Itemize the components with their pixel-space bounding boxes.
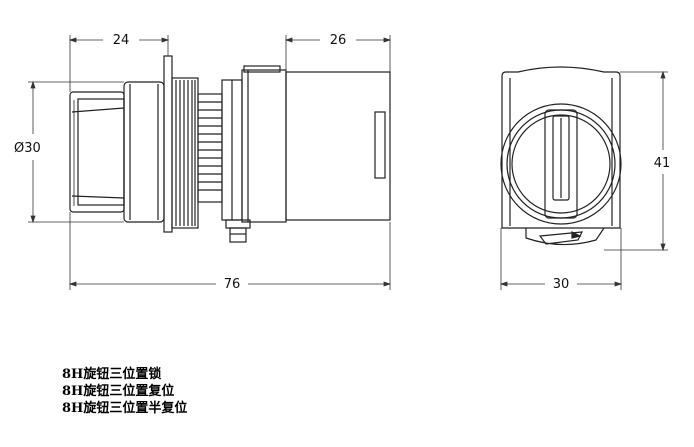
dim-41: 41	[654, 156, 671, 171]
front-housing	[501, 66, 621, 229]
dim-76: 76	[224, 277, 241, 292]
dim-front-30: 30	[553, 277, 570, 292]
caption-list: 8H旋钮三位置锁 8H旋钮三位置复位 8H旋钮三位置半复位	[62, 366, 187, 417]
knob-bar-front	[544, 109, 578, 219]
knob-side	[69, 91, 125, 213]
front-bezel-outer	[500, 103, 622, 225]
contact-block-side	[241, 65, 391, 223]
dim-24: 24	[113, 33, 130, 48]
dimension-lines	[28, 35, 392, 290]
threaded-bushing	[197, 93, 223, 203]
locking-ring	[171, 77, 199, 229]
front-view	[500, 66, 622, 246]
dim-26: 26	[330, 33, 347, 48]
caption-three-position-lock: 8H旋钮三位置锁	[62, 367, 162, 382]
terminal-side	[225, 219, 251, 243]
mounting-plate	[163, 55, 173, 233]
bezel-side	[123, 81, 165, 223]
front-terminal	[525, 227, 605, 246]
side-view	[69, 55, 391, 243]
caption-three-position-half-reset: 8H旋钮三位置半复位	[62, 401, 188, 416]
caption-three-position-reset: 8H旋钮三位置复位	[62, 384, 175, 399]
front-dimension-lines	[499, 70, 668, 290]
dim-diameter-30: Ø30	[14, 141, 41, 156]
